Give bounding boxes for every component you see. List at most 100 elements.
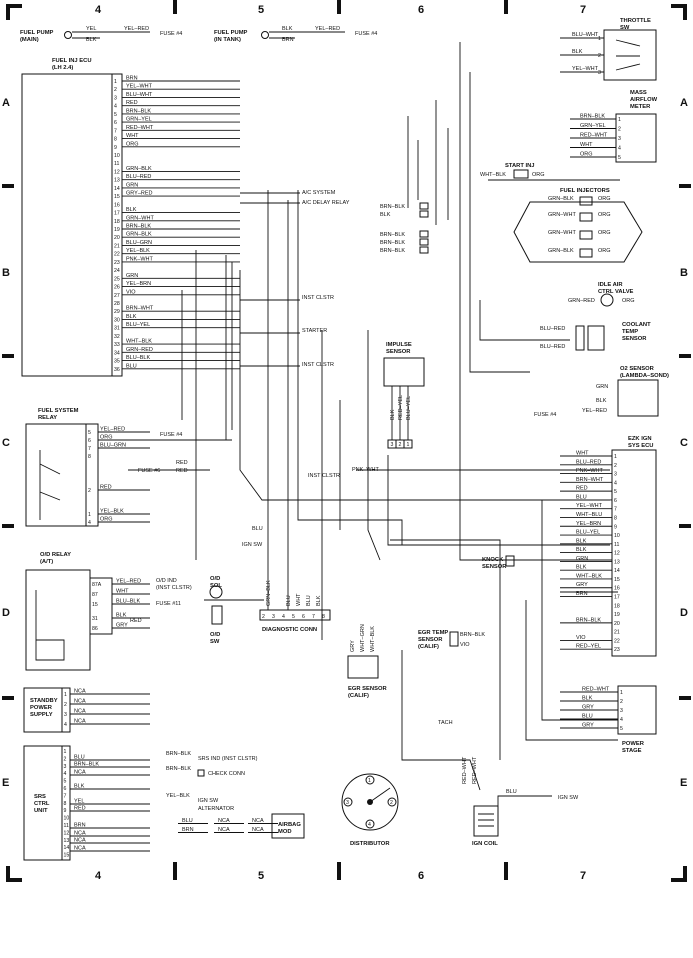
ecu-wire-label: BLU–BLK: [126, 355, 150, 361]
o2-wire-1: GRN: [596, 384, 608, 390]
ign-coil-wire-1: RED–WHT: [462, 756, 468, 784]
o2-title: O2 SENSOR(LAMBDA–SOND): [620, 366, 669, 379]
airbag-wire-label: NCA: [252, 827, 264, 833]
ecu-pin-number: 16: [114, 202, 120, 208]
ecu-pin-number: 8: [114, 137, 117, 143]
diag-pin: 8: [322, 614, 325, 620]
ign-coil-wire-2: RED–WHT: [472, 756, 478, 784]
ezk-pin-number: 6: [614, 498, 617, 504]
fp-tank-wire-1: BLK: [282, 26, 293, 32]
srs-pin: 7: [64, 793, 67, 799]
diag-wire-label: BLU: [286, 595, 292, 606]
ecu-wire-label: WHT: [126, 133, 139, 139]
fuse6-wire-2: RED: [176, 468, 188, 474]
idle-air-left: GRN–RED: [568, 298, 595, 304]
maf-wire-label: WHT: [580, 142, 593, 148]
standby-pin: 4: [64, 722, 67, 728]
ezk-pin-number: 20: [614, 621, 620, 627]
row-label-c-right: C: [680, 437, 688, 449]
ezk-pin-number: 10: [614, 533, 620, 539]
impulse-wire-label: BLU–YEL: [406, 396, 412, 420]
injector-body: [579, 212, 593, 222]
ecu-pin-number: 35: [114, 359, 120, 365]
mid-lower-wire: BRN–BLK: [380, 232, 405, 238]
maf-pin: 1: [618, 117, 621, 123]
ezk-wire-label: RED–YEL: [576, 644, 601, 650]
ecu-wire-label: GRN: [126, 273, 138, 279]
fp-tank-wire-2: BRN: [282, 37, 294, 43]
ezk-wire-label: GRY: [576, 582, 588, 588]
ecu-pin-list: 1BRN2YEL–WHT3BLU–WHT4RED5BRN–BLK6GRN–YEL…: [114, 76, 240, 373]
ecu-wire-label: BRN–WHT: [126, 306, 154, 312]
ign-coil-wire-3: BLU: [506, 789, 517, 795]
srs-pin: 12: [64, 830, 70, 836]
ecu-wire-label: ORG: [126, 141, 139, 147]
maf-pin: 2: [618, 127, 621, 133]
srs-wire-label: NCA: [74, 770, 86, 776]
od-relay-wire-label: GRY: [116, 623, 128, 629]
ezk-wire-label: YEL–BRN: [576, 521, 601, 527]
inst-clstr-label-2: INST CLSTR: [302, 362, 334, 368]
airbag-wire-label: BRN: [182, 827, 194, 833]
standby-wire-label: NCA: [74, 719, 86, 725]
maf-pin: 3: [618, 136, 621, 142]
ezk-wire-label: BRN: [576, 591, 588, 597]
ecu-wire-label: GRN–BLK: [126, 232, 152, 238]
power-wire-label: GRY: [582, 705, 594, 711]
ecu-wire-label: BLU: [126, 363, 137, 369]
srs-pin: 14: [64, 845, 70, 851]
airbag-wire-label: BLU: [182, 818, 193, 824]
fuel-relay-pin: 5: [88, 430, 91, 436]
ecu-pin-number: 6: [114, 120, 117, 126]
ezk-wire-label: WHT–BLK: [576, 573, 602, 579]
fuse6-wire-1: RED: [176, 460, 188, 466]
fuel-pump-tank-title: FUEL PUMP(IN TANK): [214, 30, 248, 43]
ecu-pin-number: 1: [114, 79, 117, 85]
check-conn-wire: BRN–BLK: [166, 766, 191, 772]
od-relay-wire-label: BLK: [116, 613, 127, 619]
start-inj-title: START INJ: [505, 163, 535, 169]
fuel-pump-tank: FUEL PUMP(IN TANK) BLK BRN YEL–RED FUSE …: [214, 26, 377, 43]
ezk-pin-number: 12: [614, 551, 620, 557]
start-inj-left: WHT–BLK: [480, 172, 506, 178]
throttle-wire-label: BLU–WHT: [572, 32, 599, 38]
ecu-wire-label: GRN: [126, 182, 138, 188]
ezk-pin-number: 15: [614, 577, 620, 583]
inst-clstr-label-1: INST CLSTR: [302, 295, 334, 301]
ecu-pin-number: 30: [114, 317, 120, 323]
row-label-b-right: B: [680, 267, 688, 279]
od-relay-pin: 87: [92, 592, 98, 598]
ac-system-label: A/C SYSTEM: [302, 190, 336, 196]
ezk-wire-label: YEL–WHT: [576, 503, 603, 509]
ezk-pin-number: 23: [614, 647, 620, 653]
ecu-pin-number: 23: [114, 260, 120, 266]
ecu-pin-number: 28: [114, 301, 120, 307]
srs-wire-label: BRN–BLK: [74, 762, 99, 768]
throttle-pin: 2: [598, 53, 601, 59]
srs-pin: 13: [64, 838, 70, 844]
mid-lower-wire: BRN–BLK: [380, 248, 405, 254]
injector-body: [579, 230, 593, 240]
ezk-wire-label: BRN–BLK: [576, 617, 601, 623]
mid-lower-pin: [419, 246, 429, 254]
power-pin: 3: [620, 708, 623, 714]
srs-pin: 10: [64, 816, 70, 822]
fuel-relay-pin: 8: [88, 454, 91, 460]
srs-wire-label: NCA: [74, 831, 86, 837]
ezk-pin-number: 16: [614, 586, 620, 592]
fp-tank-fuse: FUSE #4: [355, 31, 377, 37]
ecu-pin-number: 10: [114, 153, 120, 159]
impulse-wire-label: BLK: [390, 409, 396, 420]
fuel-relay-inst-clstr: INST CLSTR: [308, 473, 340, 479]
